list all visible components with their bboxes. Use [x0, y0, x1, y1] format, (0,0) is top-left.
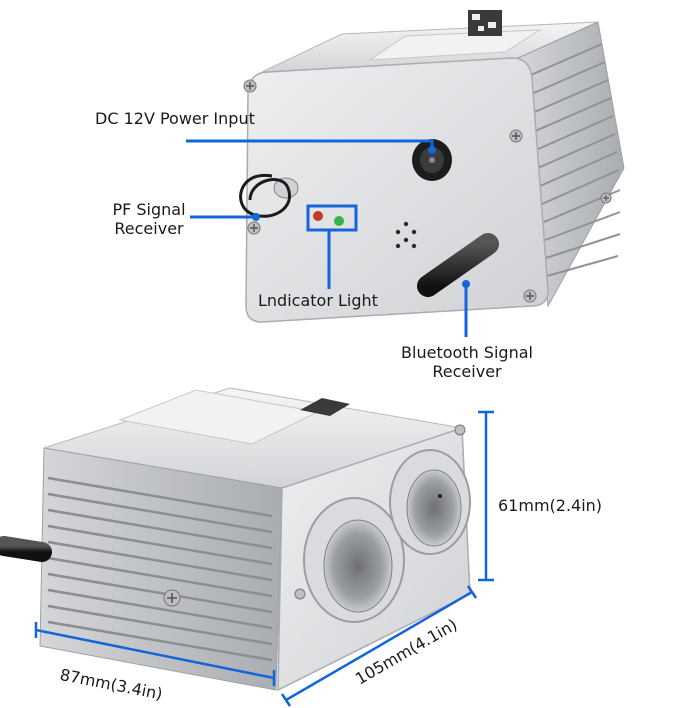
antenna-icon	[0, 536, 52, 562]
indicator-light-label: Lndicator Light	[258, 291, 378, 310]
led-icon	[313, 211, 323, 221]
screw-icon	[163, 589, 181, 607]
dimension-height-label: 61mm(2.4in)	[498, 496, 603, 515]
dimension-lines	[34, 410, 494, 707]
screw-icon	[243, 79, 257, 93]
screw-icon	[294, 588, 306, 600]
screw-icon	[454, 424, 466, 436]
qr-code-icon	[300, 398, 350, 416]
side-fins	[523, 43, 621, 277]
power-jack-icon	[412, 139, 452, 181]
antenna-icon	[239, 173, 299, 218]
bluetooth-label-line1: Bluetooth Signal	[401, 343, 533, 362]
rear-unit	[239, 10, 625, 323]
pf-signal-label-line2: Receiver	[114, 219, 184, 238]
bluetooth-label-line2: Receiver	[432, 362, 502, 381]
led-icon	[334, 216, 344, 226]
product-label	[368, 29, 542, 61]
power-input-label: DC 12V Power Input	[95, 109, 255, 128]
qr-code-icon	[468, 10, 502, 36]
screw-icon	[600, 192, 612, 204]
side-fins	[47, 476, 273, 662]
pf-signal-label-line1: PF Signal	[112, 200, 186, 219]
screw-icon	[523, 289, 537, 303]
fiber-port-icon	[389, 449, 471, 555]
antenna-icon	[417, 233, 499, 297]
speaker-grille-icon	[395, 221, 417, 249]
screw-icon	[247, 221, 261, 235]
front-unit	[0, 387, 471, 692]
fiber-port-icon	[303, 497, 405, 623]
front-unit-side	[39, 447, 283, 691]
screw-icon	[509, 129, 523, 143]
